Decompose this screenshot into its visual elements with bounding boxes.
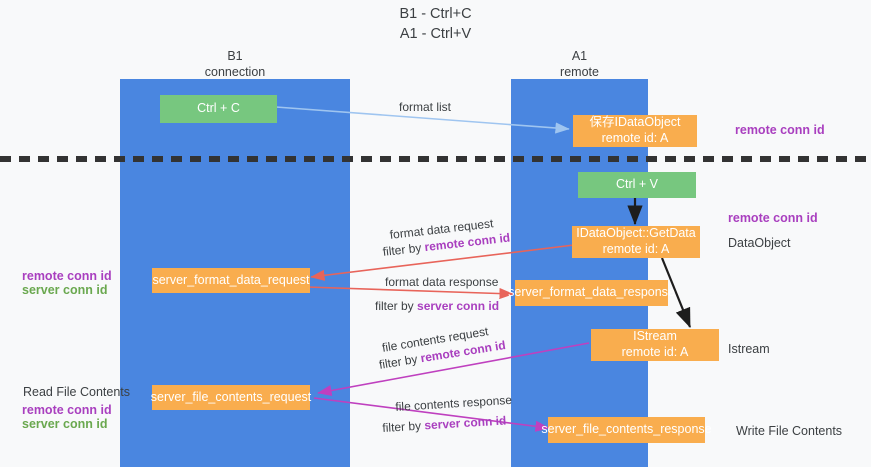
annotation-right-remote-conn-id-1: remote conn id: [735, 123, 825, 137]
annotation-right-dataobject: DataObject: [728, 236, 791, 250]
key-server-conn-id: server conn id: [417, 299, 500, 313]
node-ctrl-v-label: Ctrl + V: [615, 177, 659, 192]
node-idataobject-getdata-line2: remote id: A: [602, 242, 670, 256]
node-ctrl-c-label: Ctrl + C: [197, 101, 240, 116]
column-header-a1-name: A1: [571, 49, 588, 63]
edge-label-format-list-text: format list: [399, 100, 452, 114]
node-idataobject-getdata-line1: IDataObject::GetData: [576, 226, 696, 241]
edge-label-file-contents-response-line2: filter by server conn id: [382, 413, 507, 435]
node-istream[interactable]: IStream remote id: A: [591, 329, 719, 361]
column-header-b1: B1 connection: [120, 48, 350, 81]
column-header-b1-sub: connection: [204, 65, 266, 80]
annotation-left-read-file-contents: Read File Contents: [23, 385, 131, 399]
diagram-title-line2: A1 - Ctrl+V: [399, 26, 472, 42]
node-idataobject-getdata[interactable]: IDataObject::GetData remote id: A: [572, 226, 700, 258]
node-server-file-contents-response[interactable]: server_file_contents_response: [541, 417, 712, 443]
phase-divider: [0, 156, 871, 162]
column-header-b1-name: B1: [227, 49, 243, 63]
node-save-idataobject-line2: remote id: A: [601, 131, 669, 145]
node-server-format-data-response-label: server_format_data_response: [508, 285, 675, 300]
filter-by-prefix: filter by: [382, 240, 426, 259]
edge-label-format-data-response-line2: filter by server conn id: [375, 299, 499, 313]
column-header-a1: A1 remote: [511, 48, 648, 81]
node-server-format-data-request-label: server_format_data_request: [152, 272, 310, 287]
edge-label-file-contents-response-text: file contents response: [395, 392, 513, 414]
node-istream-line2: remote id: A: [621, 345, 689, 359]
column-header-a1-sub: remote: [560, 65, 599, 80]
annotation-left-server-conn-id-1: server conn id: [22, 283, 108, 297]
annotation-right-write-file-contents: Write File Contents: [736, 424, 843, 438]
node-server-format-data-response[interactable]: server_format_data_response: [508, 280, 675, 306]
node-istream-line1: IStream: [633, 329, 677, 344]
key-server-conn-id: server conn id: [423, 413, 507, 433]
filter-by-prefix: filter by: [375, 299, 418, 313]
node-server-file-contents-request-label: server_file_contents_request: [150, 389, 312, 404]
edge-label-file-contents-response-line1: file contents response: [395, 393, 512, 414]
annotation-left-remote-conn-id-2: remote conn id: [22, 403, 112, 417]
node-ctrl-v[interactable]: Ctrl + V: [578, 172, 696, 198]
annotation-left-server-conn-id-2: server conn id: [22, 417, 108, 431]
diagram-title-line1: B1 - Ctrl+C: [399, 6, 472, 22]
annotation-right-remote-conn-id-2: remote conn id: [728, 211, 818, 225]
filter-by-prefix: filter by: [382, 418, 425, 435]
node-save-idataobject[interactable]: 保存IDataObject remote id: A: [573, 115, 697, 147]
node-server-file-contents-request[interactable]: server_file_contents_request: [150, 385, 312, 410]
edge-label-format-list: format list: [399, 100, 451, 114]
edge-label-format-data-response-line1: format data response: [385, 275, 498, 289]
annotation-left-remote-conn-id-1: remote conn id: [22, 269, 112, 283]
node-ctrl-c[interactable]: Ctrl + C: [160, 95, 277, 123]
node-server-format-data-request[interactable]: server_format_data_request: [152, 268, 310, 293]
node-save-idataobject-line1: 保存IDataObject: [589, 115, 681, 130]
annotation-right-istream: Istream: [728, 342, 770, 356]
node-server-file-contents-response-label: server_file_contents_response: [541, 422, 712, 437]
edge-label-format-data-response-text: format data response: [385, 275, 499, 289]
